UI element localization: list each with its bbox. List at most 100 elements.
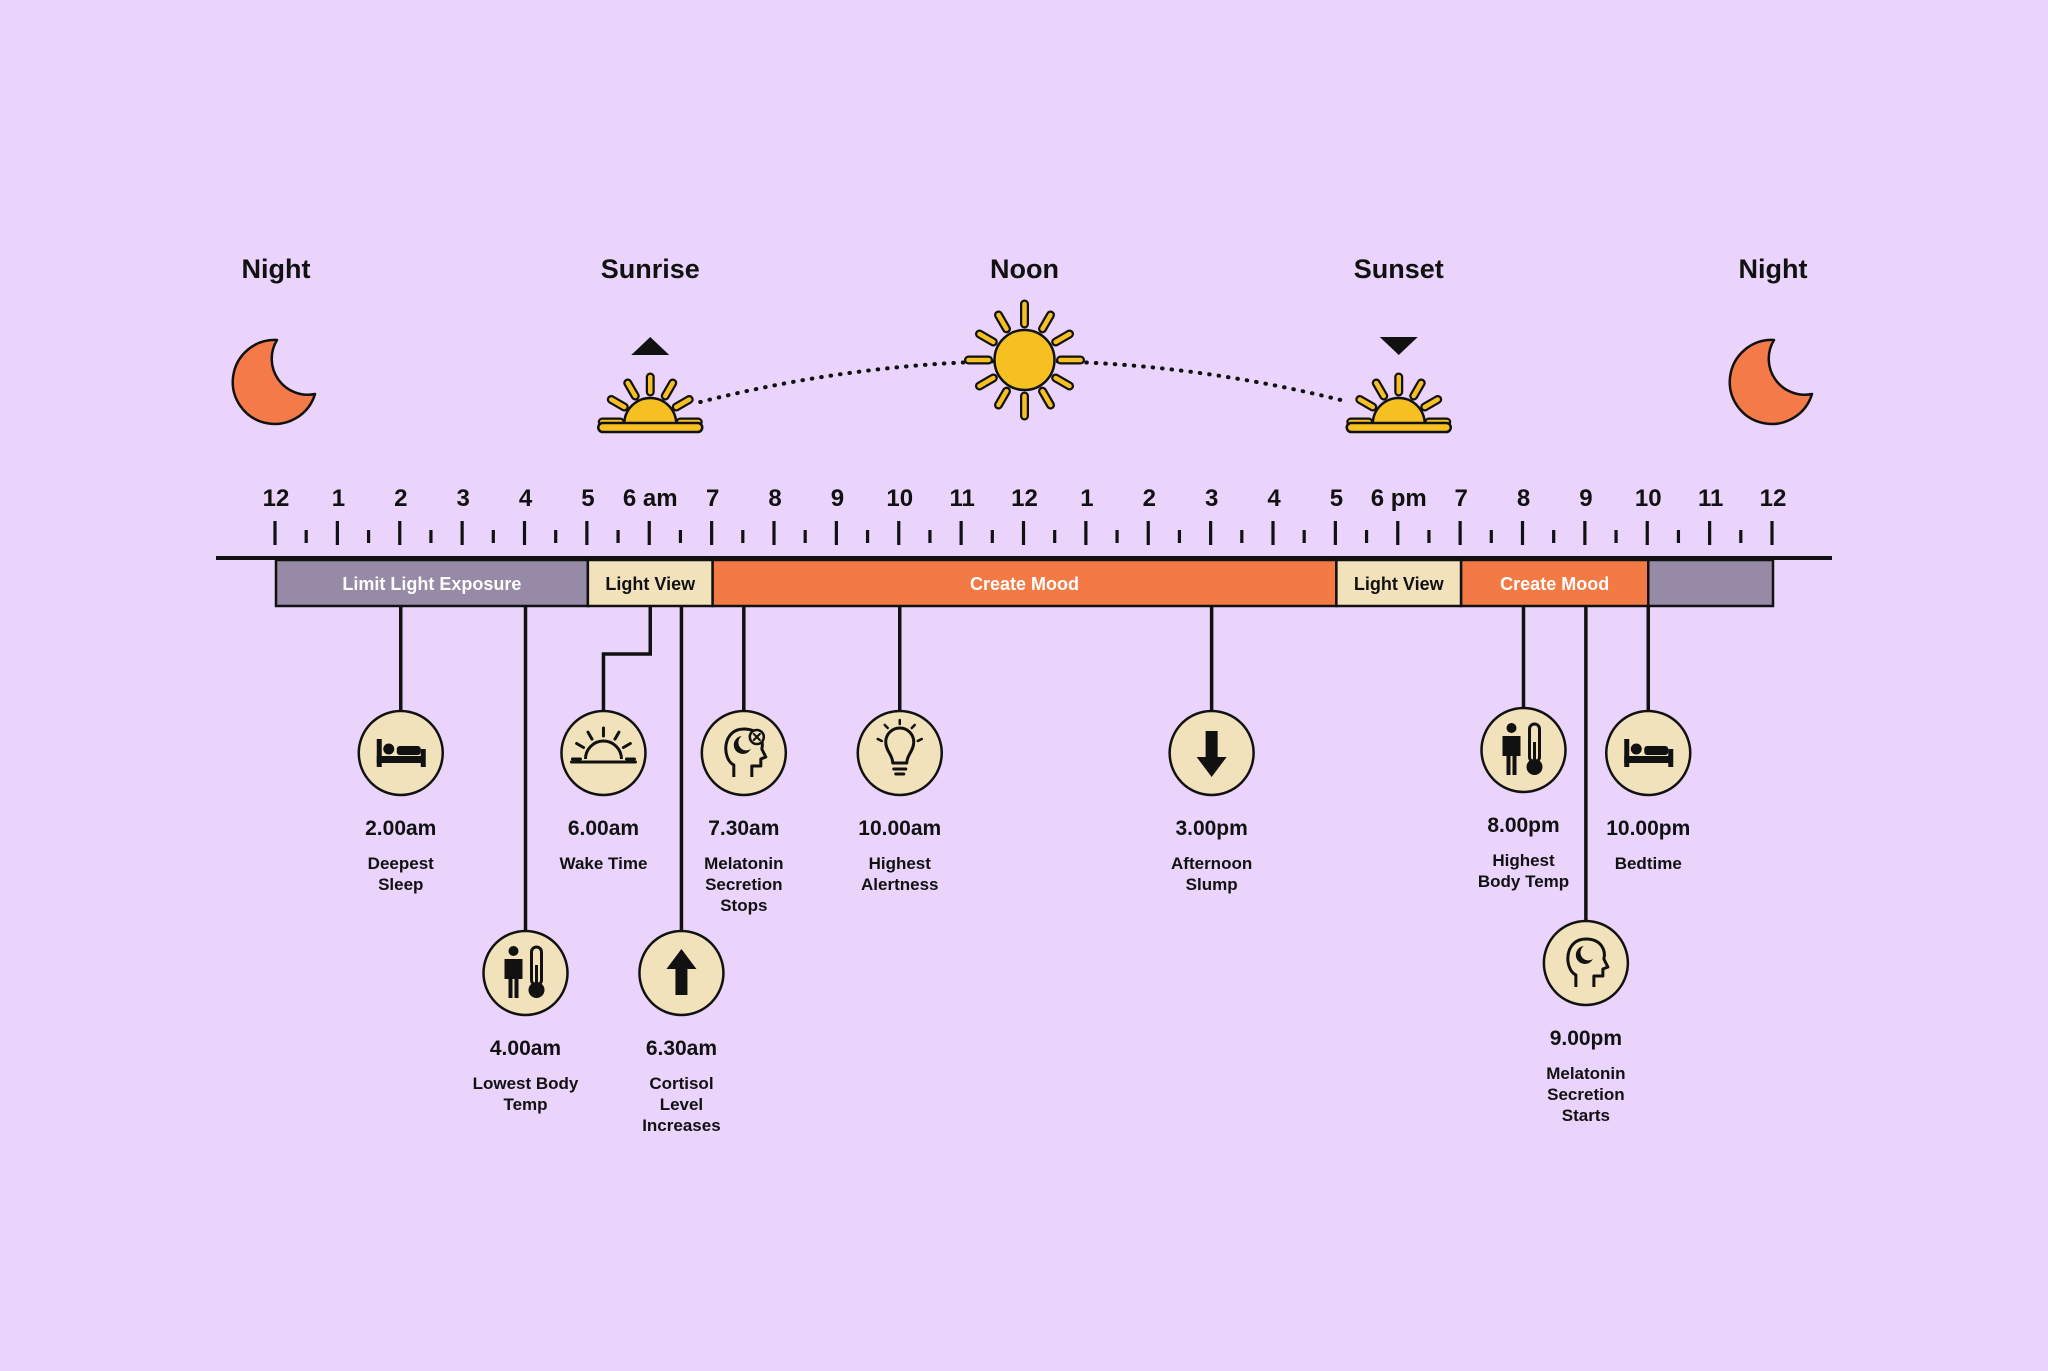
event-time: 6.00am <box>568 817 639 840</box>
minor-tick <box>678 530 683 543</box>
event-description: Body Temp <box>1478 872 1569 891</box>
event-time: 7.30am <box>708 817 779 840</box>
moon-icon <box>231 338 317 426</box>
hour-label: 6 am <box>623 485 678 512</box>
major-tick <box>710 521 714 545</box>
person-thermometer-icon <box>1502 722 1543 775</box>
band-2 <box>711 558 1338 608</box>
major-tick <box>1396 521 1400 545</box>
major-tick <box>398 521 402 545</box>
event-time: 3.00pm <box>1175 817 1247 840</box>
event-description: Bedtime <box>1615 854 1682 873</box>
major-tick <box>1209 521 1213 545</box>
major-tick <box>1333 521 1337 545</box>
minor-tick <box>554 530 558 543</box>
sunrise-arrow-icon <box>631 337 670 355</box>
hour-label: 3 <box>1205 485 1218 512</box>
minor-tick <box>928 530 932 543</box>
major-tick <box>1021 521 1026 545</box>
bed-icon <box>376 739 426 767</box>
band-label: Light View <box>605 574 696 594</box>
minor-tick <box>1177 530 1182 543</box>
event-description: Wake Time <box>560 854 648 873</box>
hour-label: 9 <box>1579 485 1592 512</box>
band-1 <box>586 558 714 608</box>
arrow-up-icon <box>666 949 697 995</box>
event-icon-circle <box>482 929 569 1017</box>
hour-label: 12 <box>1760 485 1787 512</box>
event-time: 4.00am <box>490 1037 561 1060</box>
event-time: 8.00pm <box>1487 814 1559 837</box>
major-tick <box>1084 521 1088 545</box>
hour-label: 1 <box>332 485 345 512</box>
sunrise-sun-icon <box>597 372 704 434</box>
event-description: Lowest Body <box>473 1074 579 1093</box>
head-moon-icon <box>1566 937 1610 987</box>
hour-label: 5 <box>1330 485 1343 512</box>
moon-icon <box>1728 338 1814 426</box>
major-tick <box>772 521 776 545</box>
connector-line <box>601 606 652 711</box>
hour-label: 10 <box>1635 485 1662 512</box>
hour-label: 11 <box>1698 485 1723 512</box>
band-label: Create Mood <box>1500 574 1609 594</box>
hour-label: 3 <box>456 485 469 512</box>
event-description: Level <box>660 1095 703 1114</box>
major-tick <box>335 521 339 545</box>
sun-path-arc <box>698 359 1351 404</box>
band-4 <box>1459 558 1650 608</box>
minor-tick <box>429 530 433 543</box>
minor-tick <box>1739 530 1743 543</box>
major-tick <box>1645 521 1649 545</box>
minor-tick <box>1364 530 1369 543</box>
hour-label: 1 <box>1080 485 1093 512</box>
event-description: Alertness <box>861 875 938 894</box>
minor-tick <box>865 530 870 543</box>
event-icon-circle <box>856 709 943 797</box>
minor-tick <box>1115 530 1119 543</box>
hour-label: 5 <box>581 485 594 512</box>
event-time: 6.30am <box>646 1037 717 1060</box>
minor-tick <box>366 530 371 543</box>
minor-tick <box>616 530 620 543</box>
event-description: Slump <box>1186 875 1238 894</box>
event-description: Increases <box>642 1116 720 1135</box>
event-description: Temp <box>503 1095 547 1114</box>
hour-label: 4 <box>519 485 533 512</box>
person-thermometer-icon <box>504 945 545 998</box>
event-icon-circle <box>560 709 647 797</box>
event-description: Melatonin <box>1546 1064 1625 1083</box>
event-description: Highest <box>1492 851 1555 870</box>
event-description: Deepest <box>368 854 434 873</box>
hour-label: 7 <box>1454 485 1467 512</box>
minor-tick <box>1676 530 1681 543</box>
major-tick <box>1708 521 1712 545</box>
major-tick <box>1271 521 1275 545</box>
event-description: Melatonin <box>704 854 783 873</box>
minor-tick <box>1489 530 1493 543</box>
minor-tick <box>1240 530 1244 543</box>
event-time: 2.00am <box>365 817 436 840</box>
sky-label-sunrise: Sunrise <box>601 254 700 284</box>
timeline-axis <box>216 556 1832 560</box>
band-0 <box>274 558 590 608</box>
minor-tick <box>1614 530 1618 543</box>
hour-label: 11 <box>949 485 974 512</box>
hour-label: 6 pm <box>1371 485 1427 512</box>
sky-label-night-right: Night <box>1739 254 1808 284</box>
event-time: 10.00am <box>858 817 941 840</box>
event-description: Secretion <box>705 875 782 894</box>
arrow-down-icon <box>1196 731 1227 777</box>
major-tick <box>1770 521 1774 545</box>
hour-label: 8 <box>768 485 781 512</box>
noon-sun-icon <box>964 299 1085 421</box>
bed-icon <box>1624 739 1674 767</box>
sky-label-noon: Noon <box>990 254 1059 284</box>
event-description: Secretion <box>1547 1085 1624 1104</box>
sky-label-night-left: Night <box>242 254 311 284</box>
